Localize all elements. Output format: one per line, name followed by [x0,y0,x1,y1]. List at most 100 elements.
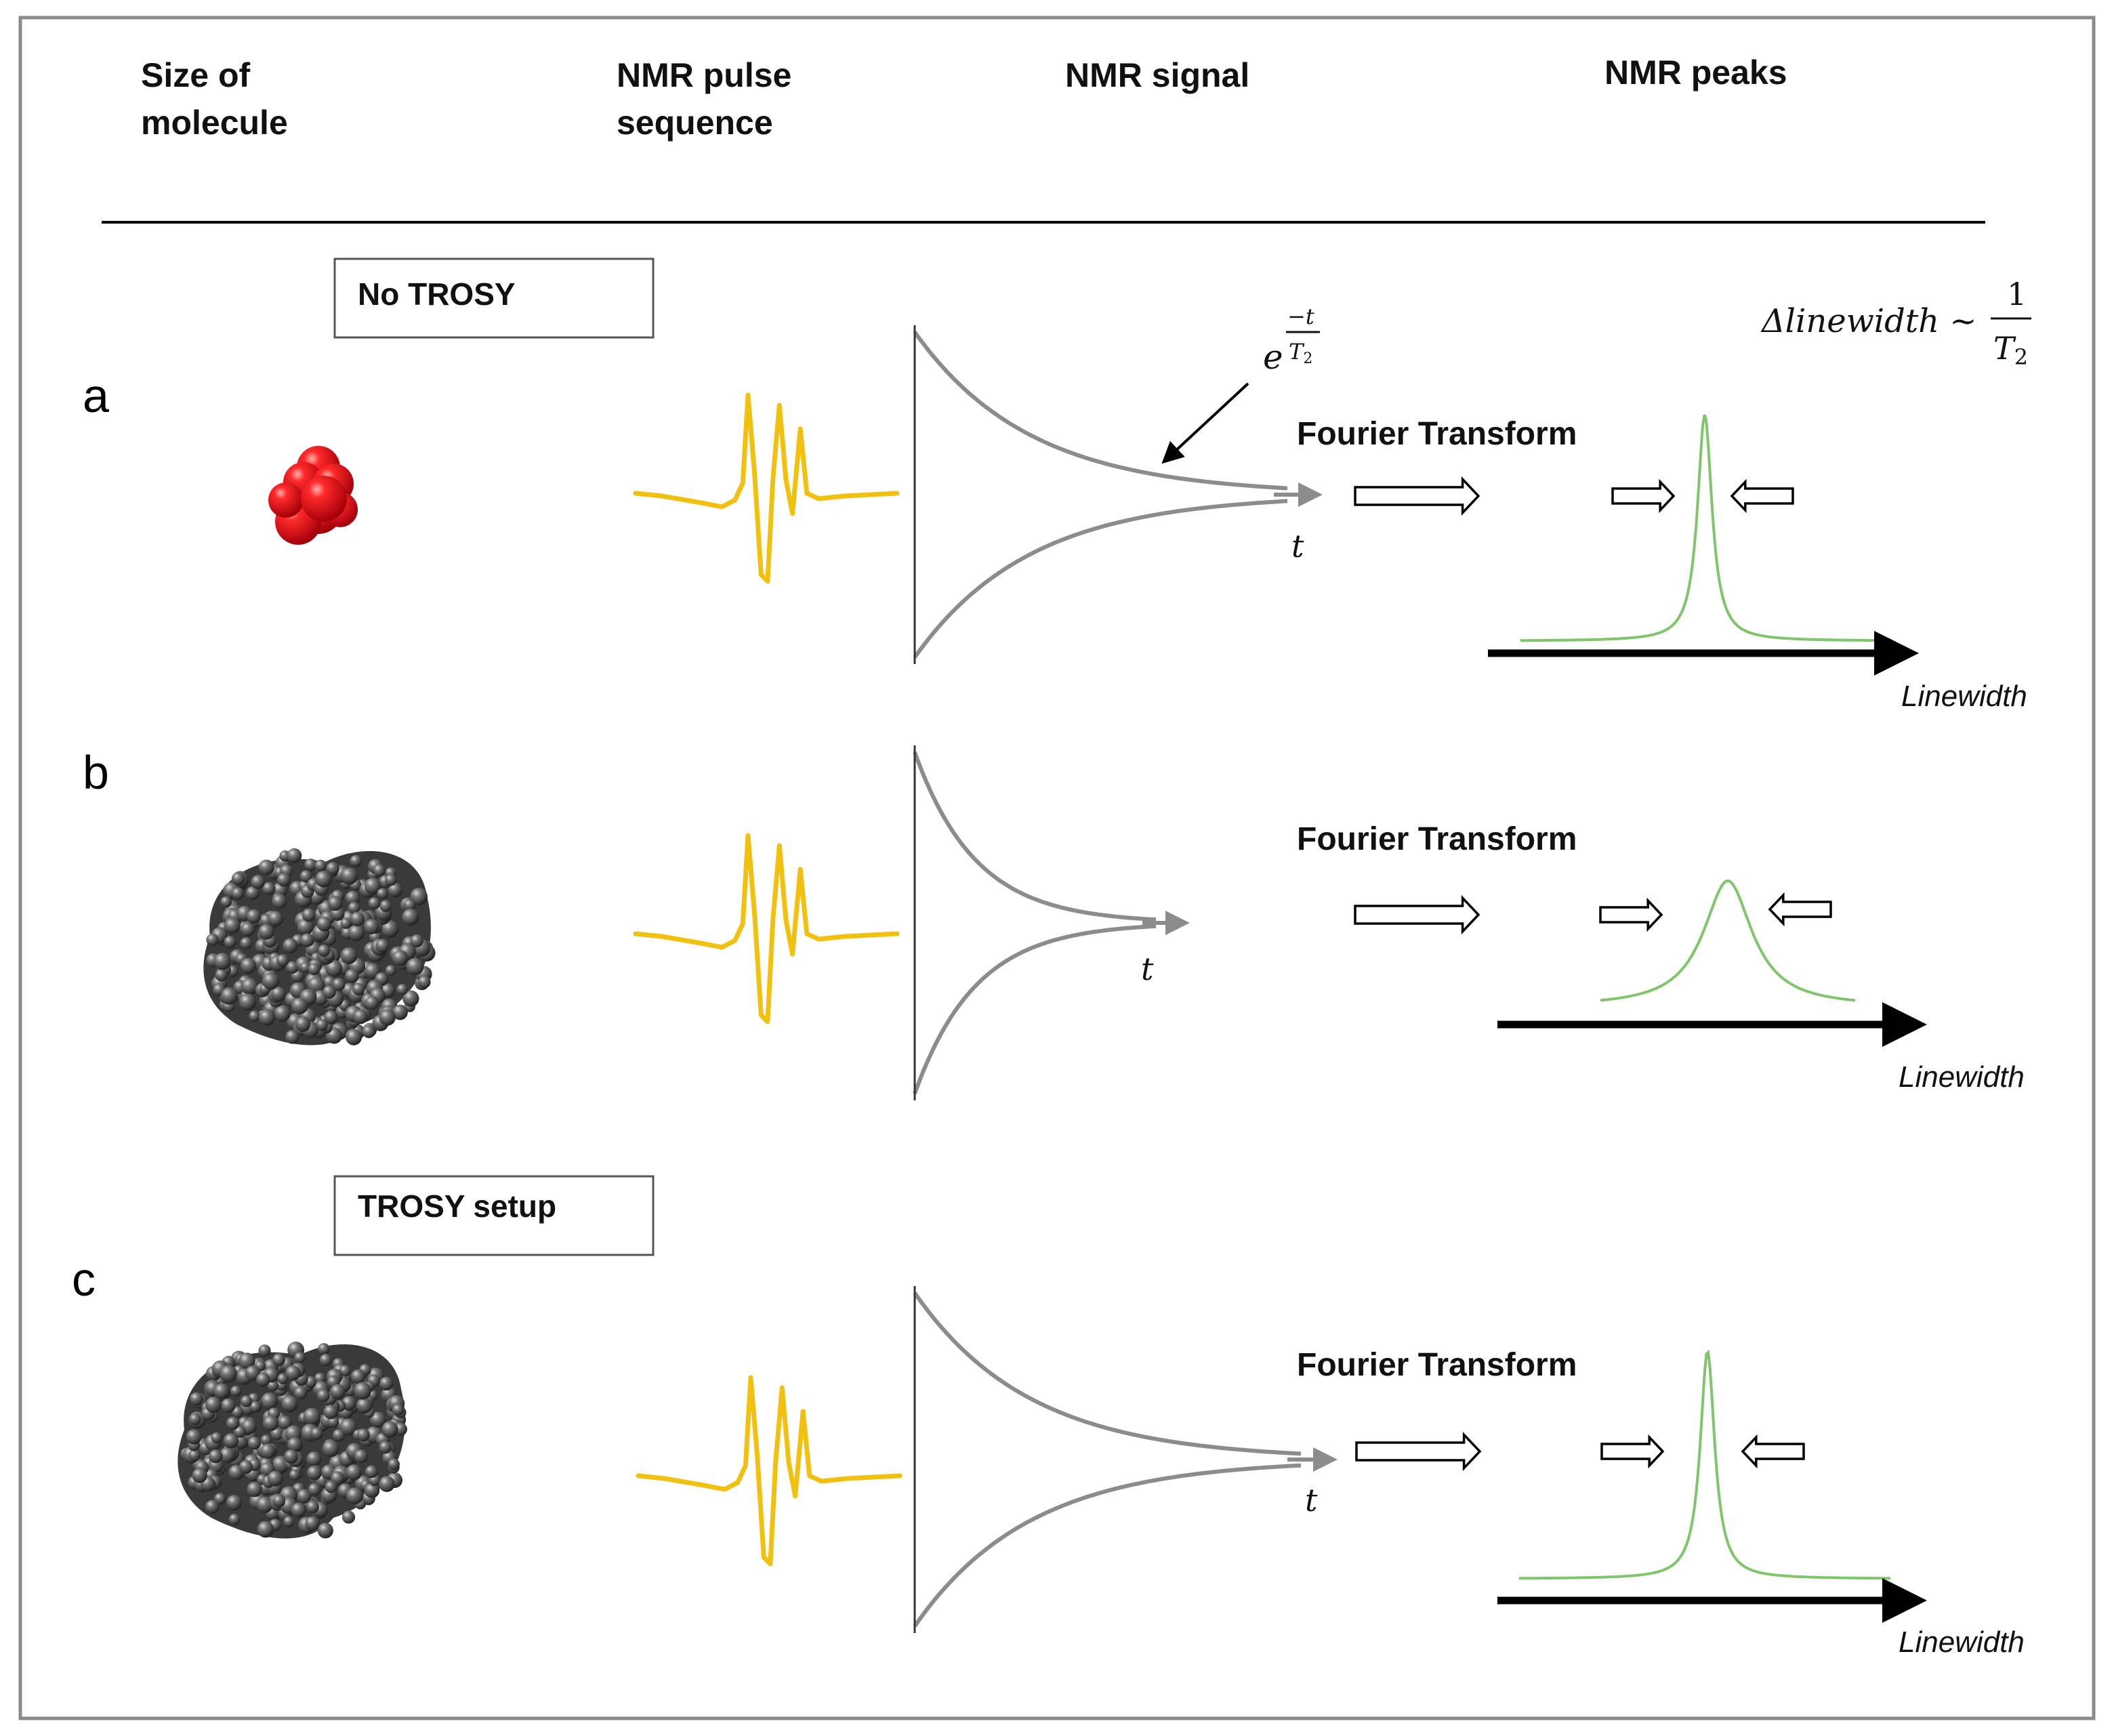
atom-sphere [231,1406,243,1418]
atom-sphere [274,1005,291,1022]
atom-sphere [297,1489,312,1504]
atom-sphere [261,1392,278,1410]
atom-sphere [205,1397,222,1413]
atom-sphere [220,987,239,1005]
atom-sphere [263,1415,279,1431]
atom-sphere [306,1465,322,1481]
atom-sphere [348,902,360,914]
atom-sphere [330,1384,346,1400]
atom-sphere [339,1418,357,1436]
atom-sphere [369,1411,386,1428]
atom-sphere [258,924,274,940]
linewidth-relation-lhs: Δlinewidth ~ [1760,302,1977,340]
atom-sphere [365,996,379,1010]
signal-lower-envelope [913,499,1288,659]
row-label-c: c [72,1253,96,1306]
atom-sphere [230,1385,242,1397]
atom-sphere [381,1421,398,1438]
atom-sphere [385,965,396,976]
atom-sphere [294,1352,306,1363]
atom-sphere [392,1004,408,1020]
atom-sphere [379,1009,396,1026]
atom-sphere [234,1426,246,1438]
atom-sphere [285,1365,301,1381]
atom-sphere [368,897,381,909]
atom-sphere [219,1447,236,1464]
linewidth-relation-denominator: T2 [1993,330,2028,370]
atom-sphere [188,1449,201,1462]
atom-sphere [305,1516,320,1531]
nmr-peak-broad [1600,879,1856,1002]
atom-sphere [258,859,274,875]
atom-sphere [249,1010,260,1022]
decay-equation-base: e [1263,337,1283,377]
no-trosy-label: No TROSY [358,276,516,312]
nmr-signal-decay [913,745,1190,1100]
time-axis-label: t [1141,951,1154,987]
atom-sphere [350,911,365,926]
atom-sphere [272,1455,290,1474]
atom-sphere [257,1521,274,1538]
atom-sphere [189,1413,201,1426]
pulse-sequence-waveform [636,1375,903,1567]
atom-sphere [354,1382,371,1400]
atom-sphere [258,1009,275,1026]
atom-sphere [245,1365,260,1381]
header-peaks: NMR peaks [1604,54,1787,91]
pulse-sequence-waveform [633,392,900,584]
atom-sphere [251,875,266,889]
atom-sphere [239,1352,255,1369]
atom-sphere [346,1487,363,1505]
atom-sphere [406,957,424,976]
atom-sphere [213,953,231,970]
header-pulse-line2: sequence [617,104,773,142]
pulse-sequence-waveform [633,833,900,1025]
atom-sphere [220,896,232,908]
atom-sphere [186,1429,202,1445]
arrow-right-icon [1611,478,1676,514]
signal-upper-envelope [913,751,1157,922]
header-signal: NMR signal [1065,56,1249,94]
atom-sphere [239,993,256,1011]
fourier-transform-label: Fourier Transform [1297,821,1577,857]
atom-sphere [241,922,255,936]
atom-sphere [300,933,314,947]
atom-sphere [340,867,358,885]
atom-sphere [324,1010,338,1025]
atom-sphere [314,859,327,872]
atom-sphere [211,1432,222,1444]
atom-sphere [267,1380,279,1392]
arrow-right-icon [1599,897,1663,932]
atom-sphere [356,1428,370,1442]
atom-sphere [388,1458,400,1470]
atom-sphere [287,848,302,863]
atom-sphere [206,933,219,947]
protein-molecule-icon [178,1341,407,1539]
atom-sphere [268,482,304,518]
atom-sphere [276,873,291,887]
atom-sphere [228,1513,241,1525]
atom-sphere [308,963,320,976]
linewidth-relation-numerator: 1 [2007,276,2027,312]
atom-sphere [318,1343,330,1355]
atom-sphere [299,870,312,883]
atom-sphere [284,1449,299,1464]
figure-frame [18,16,2096,1720]
atom-sphere [379,900,392,912]
atom-sphere [340,947,358,964]
atom-sphere [240,937,253,949]
atom-sphere [262,972,280,990]
atom-sphere [316,1019,328,1031]
atom-sphere [345,890,360,906]
atom-sphere [283,938,298,953]
atom-sphere [403,898,416,911]
atom-sphere [410,934,423,948]
atom-sphere [278,1415,292,1430]
atom-sphere [345,969,359,983]
atom-sphere [319,1354,332,1367]
header-size-line1: Size of [141,56,250,94]
atom-sphere [291,997,308,1014]
atom-sphere [231,887,245,900]
atom-sphere [315,871,332,888]
decay-pointer-arrow [1161,382,1249,464]
